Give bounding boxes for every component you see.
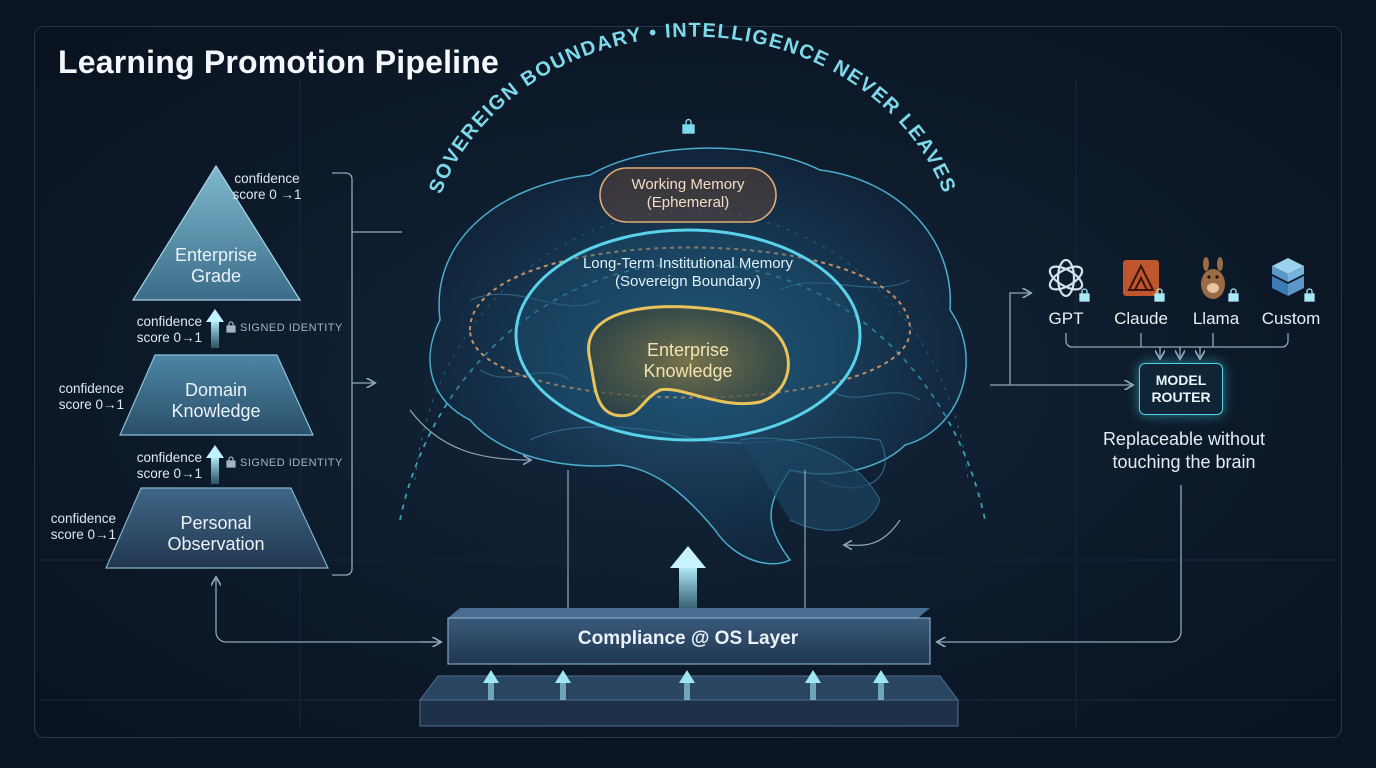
conf-arrow-2-line2: score 0→1 [136,465,202,481]
tier-arrow-1 [206,309,224,348]
custom-icon [1272,258,1304,296]
compliance-up-arrow [670,546,706,613]
long-term-memory-label: Long-Term Institutional Memory (Sovereig… [550,255,826,290]
conf-arrow-1: confidence score 0→1 [120,314,202,346]
conf-arrow-1-line2: score 0→1 [136,329,202,345]
conf-personal-line1: confidence [50,511,116,526]
enterprise-knowledge-label: Enterprise Knowledge [608,340,768,382]
replaceable-note: Replaceable without touching the brain [1084,428,1284,475]
pyramid-tier-personal [105,487,329,569]
signed-identity-1: SIGNED IDENTITY [240,322,343,334]
conf-enterprise-line2: score 0 →1 [232,186,302,202]
conf-arrow-1-line1: confidence [136,314,202,329]
compliance-layer [447,608,931,665]
boundary-lock-icon [682,118,695,134]
pyramid-tier-enterprise [131,164,302,301]
tier-domain-line2: Knowledge [171,401,261,422]
signed-identity-2: SIGNED IDENTITY [240,457,343,469]
conf-arrow-2: confidence score 0→1 [120,450,202,482]
long-term-memory-title: Long-Term Institutional Memory [582,255,794,272]
enterprise-knowledge-line1: Enterprise [646,340,730,360]
working-memory-label: Working Memory (Ephemeral) [600,176,776,211]
working-memory-subtitle: (Ephemeral) [646,193,730,211]
pyramid-bracket [332,172,353,576]
tier-personal-line2: Observation [167,534,265,555]
model-router-line1: MODEL [1155,372,1207,389]
working-memory-title: Working Memory [631,176,745,193]
conf-domain-line1: confidence [58,381,124,396]
base-up-arrows [483,670,889,700]
llama-icon [1201,257,1225,299]
conf-personal: confidence score 0→1 [34,511,116,543]
model-label-gpt: GPT [1048,309,1084,328]
conf-enterprise-line1: confidence [234,171,300,186]
conf-domain: confidence score 0→1 [40,381,124,413]
compliance-label: Compliance @ OS Layer [577,628,799,649]
tier-domain-label: Domain Knowledge [136,380,296,422]
tier-enterprise-line1: Enterprise [174,245,258,265]
model-router-line2: ROUTER [1151,389,1211,405]
conf-arrow-2-line1: confidence [136,450,202,465]
model-router: MODEL ROUTER [1139,363,1223,415]
model-lock-icons [1079,288,1315,302]
tier-enterprise-line2: Grade [190,266,242,287]
conf-personal-line2: score 0→1 [50,526,116,542]
conf-domain-line2: score 0→1 [58,396,124,412]
tier-personal-line1: Personal [180,513,252,533]
conf-enterprise: confidence score 0 →1 [218,171,316,203]
lock-icon [226,321,236,468]
enterprise-knowledge-line2: Knowledge [643,361,733,382]
pyramid-tier-domain [119,354,314,436]
working-memory-ring [469,246,912,399]
claude-icon [1123,260,1159,296]
enterprise-knowledge-shape [587,305,790,418]
long-term-memory-subtitle: (Sovereign Boundary) [615,272,761,290]
page-title: Learning Promotion Pipeline [58,44,499,80]
model-bus [1065,333,1289,348]
working-memory-pill [599,167,777,223]
tier-domain-line1: Domain [184,380,248,400]
model-label-llama: Llama [1192,309,1240,328]
replaceable-note-line2: touching the brain [1112,452,1256,473]
model-label-claude: Claude [1114,309,1168,328]
tier-personal-label: Personal Observation [136,513,296,555]
replaceable-note-line1: Replaceable without [1102,429,1266,449]
gpt-icon [1048,258,1084,298]
model-label-custom: Custom [1261,309,1321,328]
tier-enterprise-label: Enterprise Grade [146,245,286,287]
tier-arrow-2 [206,445,224,484]
